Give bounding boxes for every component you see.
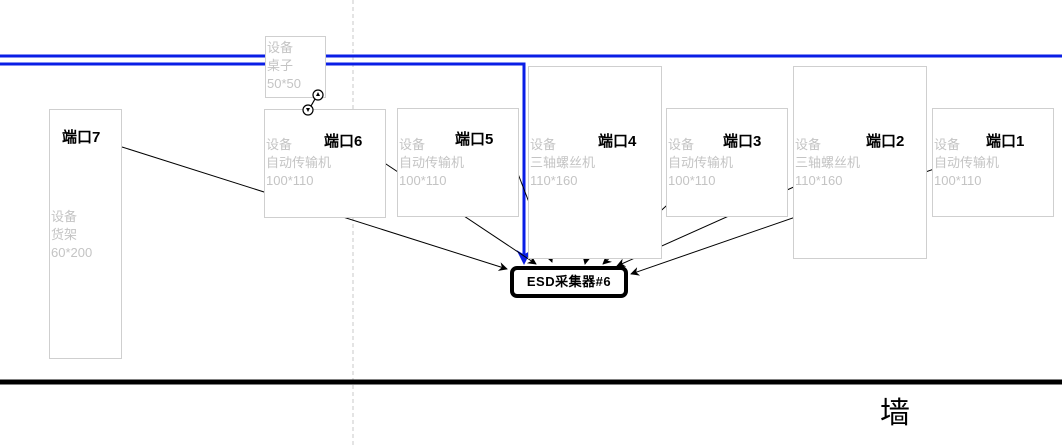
equipment-conveyor-b[interactable]: 设备 自动传输机 100*110 — [397, 108, 519, 217]
port-label-3[interactable]: 端口3 — [723, 133, 762, 150]
port-label-2[interactable]: 端口2 — [866, 133, 905, 150]
equipment-conveyor-c[interactable]: 设备 自动传输机 100*110 — [666, 108, 788, 217]
port-label-5[interactable]: 端口5 — [455, 131, 494, 148]
port-label-7[interactable]: 端口7 — [62, 129, 101, 146]
port-label-6[interactable]: 端口6 — [324, 133, 363, 150]
wall-label: 墙 — [880, 397, 910, 430]
equipment-table[interactable]: 设备 桌子 50*50 — [265, 36, 326, 98]
equipment-screw-a[interactable]: 设备 三轴螺丝机 110*160 — [528, 66, 662, 259]
port-label-4[interactable]: 端口4 — [598, 133, 637, 150]
equipment-conveyor-a[interactable]: 设备 自动传输机 100*110 — [264, 109, 386, 218]
esd-collector-node[interactable]: ESD采集器#6 — [510, 266, 628, 298]
cable-collector[interactable] — [0, 62, 532, 265]
port-label-1[interactable]: 端口1 — [986, 133, 1025, 150]
equipment-shelf[interactable]: 设备 货架 60*200 — [49, 109, 122, 359]
equipment-screw-b[interactable]: 设备 三轴螺丝机 110*160 — [793, 66, 927, 259]
equipment-conveyor-d[interactable]: 设备 自动传输机 100*110 — [932, 108, 1054, 217]
